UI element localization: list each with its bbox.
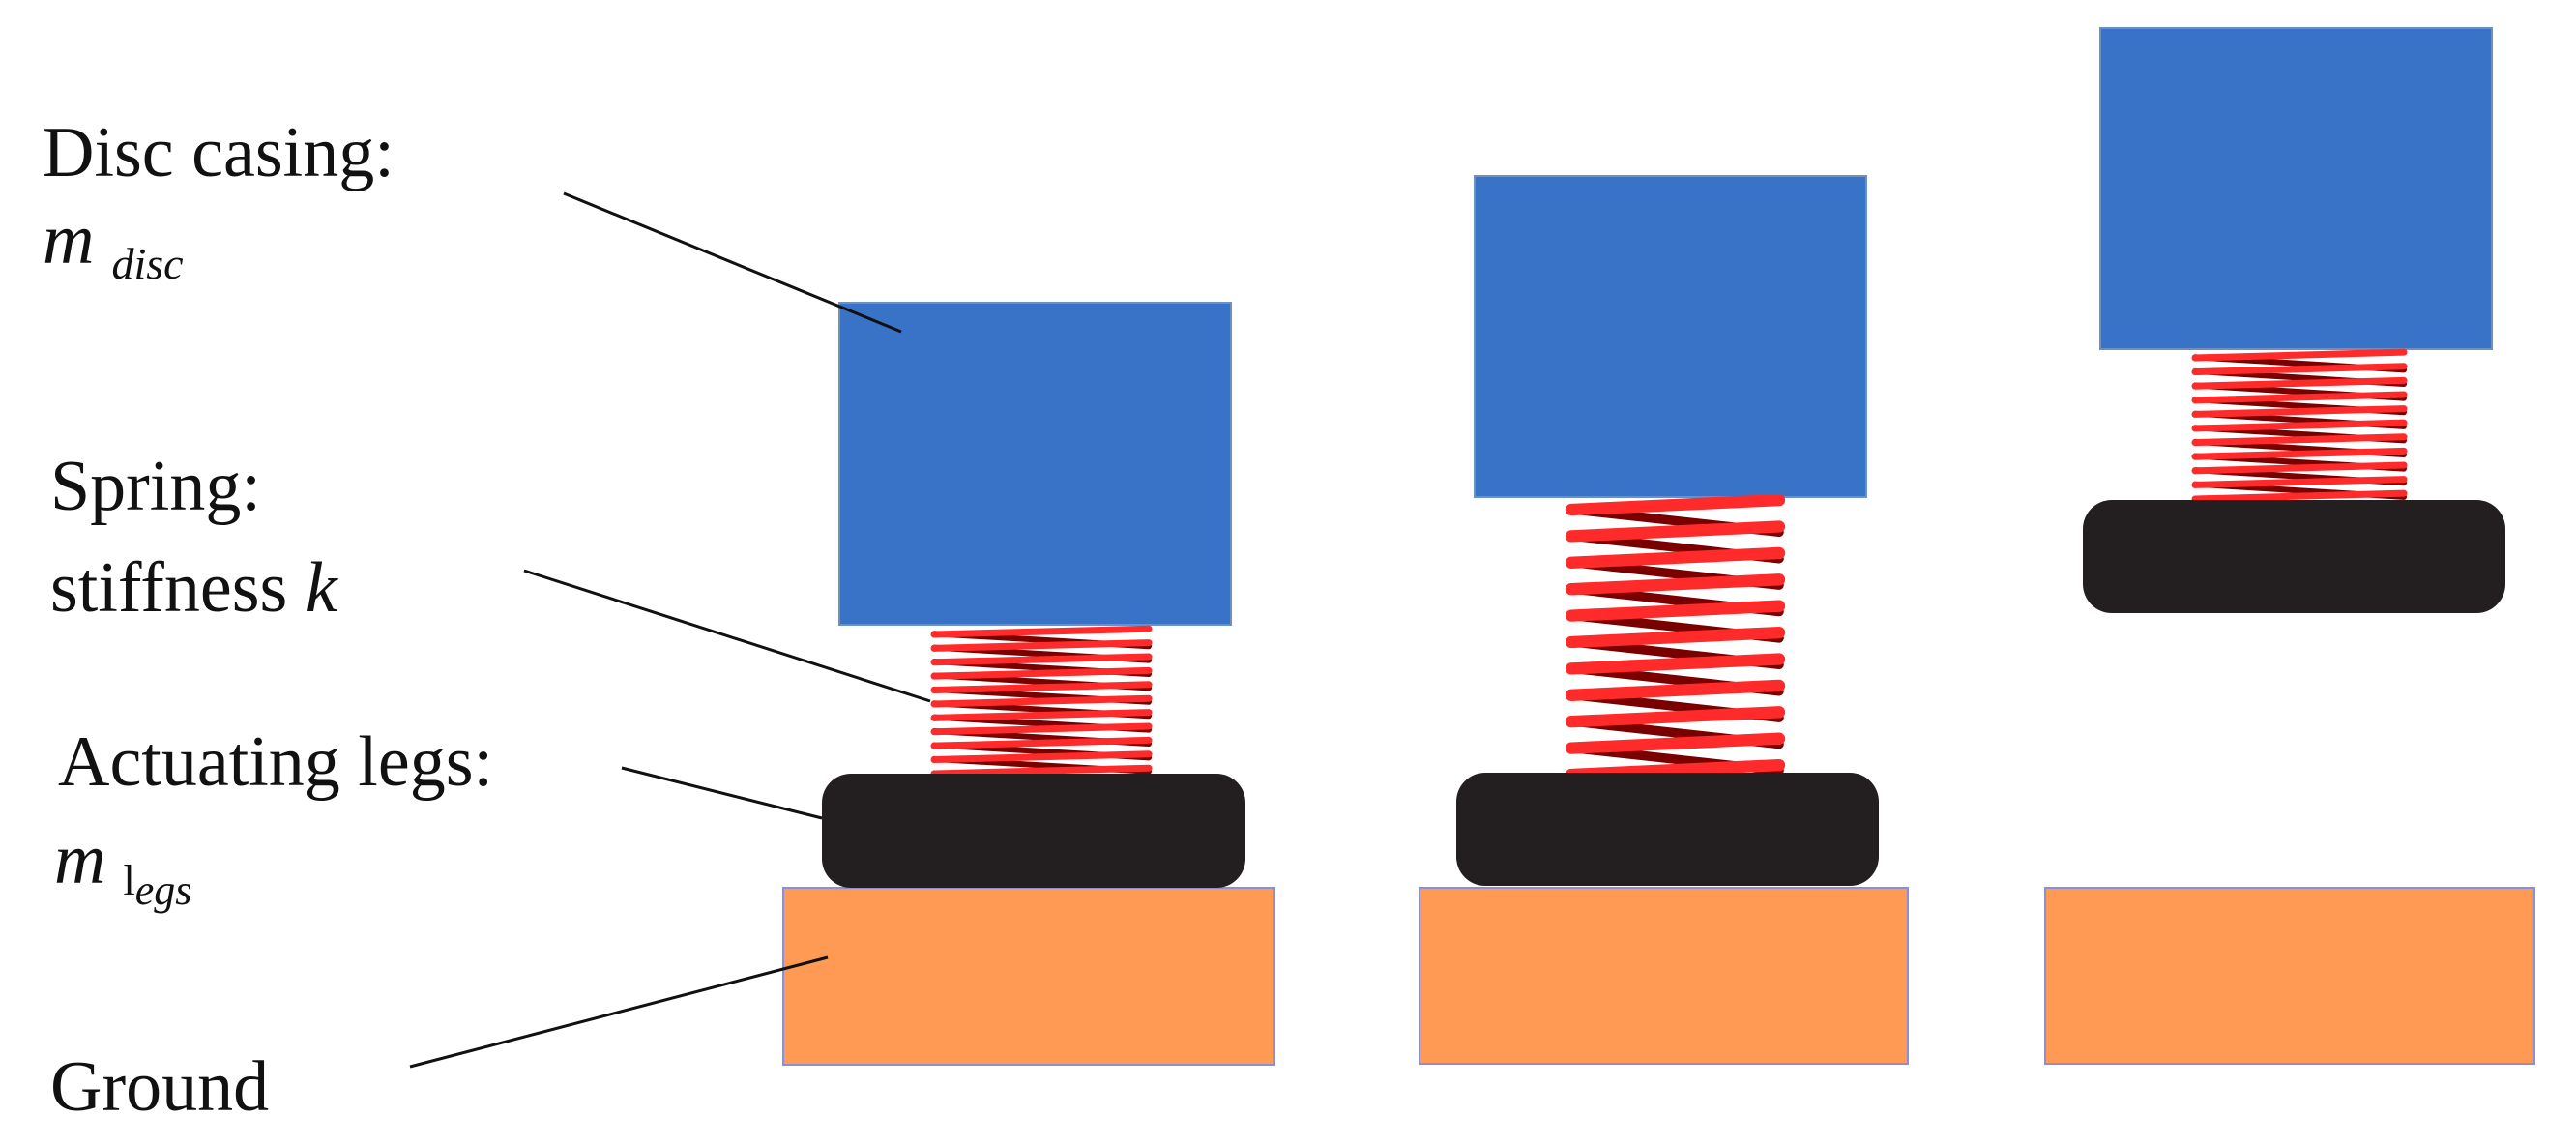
spring-coil-front [2191,489,2408,503]
spring-coil-front [1565,626,1786,649]
spring-coil-front [2191,391,2408,404]
spring-coil-front [930,709,1153,721]
spring-coil-front [930,666,1153,680]
stage-3 [2044,27,2535,1065]
spring-title: Spring: [50,447,261,526]
spring-coil-front [2191,447,2408,460]
leader-line-legs [621,766,823,820]
spring-coil-front [1565,573,1786,596]
spring-coil-front [1565,546,1786,569]
spring-coil-front [1565,706,1786,728]
spring-3 [2191,348,2408,503]
spring-coil-front [1565,600,1786,622]
actuating-legs-3 [2083,500,2505,613]
spring-coil-front [1565,520,1786,543]
stage-2 [1419,175,1909,1065]
spring-coil-front [930,681,1153,694]
spring-coil-front [2191,433,2408,447]
spring-2 [1565,493,1786,781]
leader-line-ground [409,955,829,1069]
label-spring: Spring: stiffness k [50,447,338,628]
spring-coil-front [930,722,1153,736]
ground-block-2 [1419,887,1909,1065]
spring-coil-front [2191,376,2408,390]
spring-coil-front [1565,653,1786,675]
disc-casing-1 [838,302,1232,626]
spring-coil-front [2191,476,2408,488]
spring-coil-front [1565,493,1786,516]
spring-coil-front [2191,461,2408,475]
spring-coil-front [930,639,1153,652]
ground-block-3 [2044,887,2535,1065]
spring-coil-front [1565,732,1786,754]
spring-coil-front [930,653,1153,666]
disc-casing-symbol-m: m [43,200,94,279]
spring-coil-front [930,750,1153,764]
spring-coil-front [930,764,1153,778]
actuating-legs-2 [1456,773,1879,886]
disc-casing-2 [1474,175,1867,498]
spring-stiffness-prefix: stiffness [50,548,306,628]
disc-casing-title: Disc casing: [43,113,395,192]
stage-1 [782,302,1275,1066]
leader-line-disc-casing [563,191,902,334]
spring-coil-front [930,694,1153,708]
disc-casing-3 [2099,27,2493,350]
actuating-legs-1 [822,774,1245,888]
legs-subscript-prefix: l [123,857,134,904]
spring-stiffness: stiffness k [50,548,338,628]
spring-coil-front [930,736,1153,749]
legs-subscript: egs [135,867,192,914]
label-ground: Ground [50,1047,269,1127]
ground-block-1 [782,887,1275,1066]
spring-coil-front [930,625,1153,638]
spring-stiffness-symbol: k [306,548,338,628]
legs-title: Actuating legs: [58,722,493,802]
spring-coil-front [1565,679,1786,701]
spring-coil-front [2191,405,2408,418]
spring-coil-front [2191,419,2408,432]
leader-line-spring [523,569,931,703]
disc-casing-subscript: disc [111,239,183,288]
spring-coil-front [2191,363,2408,376]
legs-symbol-m: m [54,820,105,899]
spring-1 [930,625,1153,778]
ground-title: Ground [50,1047,269,1127]
spring-coil-front [2191,348,2408,362]
